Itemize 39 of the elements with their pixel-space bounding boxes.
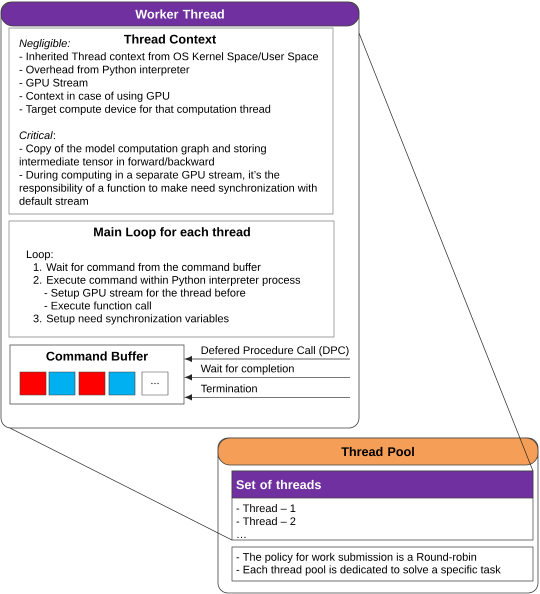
list-item: 1. Wait for command from the command buffer (34, 262, 261, 271)
buffer-slot (78, 372, 106, 396)
header-band: Worker Thread (0, 2, 360, 26)
heading: Command Buffer (46, 351, 148, 361)
buffer-slot: ... (142, 372, 168, 396)
category-label: Negligible: (19, 39, 70, 50)
list-item: - Execute function call (44, 301, 151, 310)
list-item: 3. Setup need synchronization variables (33, 314, 229, 325)
buffer-slot (48, 372, 76, 396)
connector-line (358, 32, 534, 472)
list-item: - GPU Stream (19, 78, 88, 87)
list-item: - The policy for work submission is a Round-robin (236, 552, 476, 563)
list-item: - Inherited Thread context from OS Kernel Space/User Space (19, 52, 318, 62)
heading: Main Loop for each thread (94, 227, 250, 239)
list-item: - Setup GPU stream for the thread before (44, 288, 246, 299)
edge-label: Wait for completion (200, 364, 294, 375)
list-item: - Overhead from Python interpreter (19, 65, 190, 76)
list-item: - Thread – 1 (236, 504, 296, 512)
connector-line (10, 428, 232, 540)
buffer-slot (20, 372, 46, 396)
category-label: Loop: (26, 250, 53, 260)
heading: Thread Context (124, 34, 216, 44)
arrow (184, 394, 350, 400)
buffer-slot (108, 372, 136, 396)
edge-label: Termination (200, 384, 257, 392)
list-item: - During computing in a separate GPU stream, it’s the responsibility of a function to make need synchronization with default stream (19, 170, 317, 205)
header-band: Thread Pool (218, 438, 538, 466)
list-item: 2. Execute command within Python interpreter process (34, 276, 300, 286)
header-band: Set of threads (232, 470, 534, 498)
list-item: - Context in case of using GPU (19, 92, 170, 102)
category-label: Critical: (20, 131, 55, 140)
arrow (184, 356, 350, 362)
list-item: … (237, 536, 246, 538)
list-item: - Target compute device for that computation thread (19, 104, 270, 116)
list-item: - Each thread pool is dedicated to solve a specific task (236, 565, 501, 576)
edge-label: Defered Procedure Call (DPC) (202, 346, 349, 356)
list-item: - Thread – 2 (236, 517, 296, 526)
arrow (184, 374, 350, 380)
list-item: - Copy of the model computation graph and storing intermediate tensor in forward/backward (19, 144, 266, 166)
